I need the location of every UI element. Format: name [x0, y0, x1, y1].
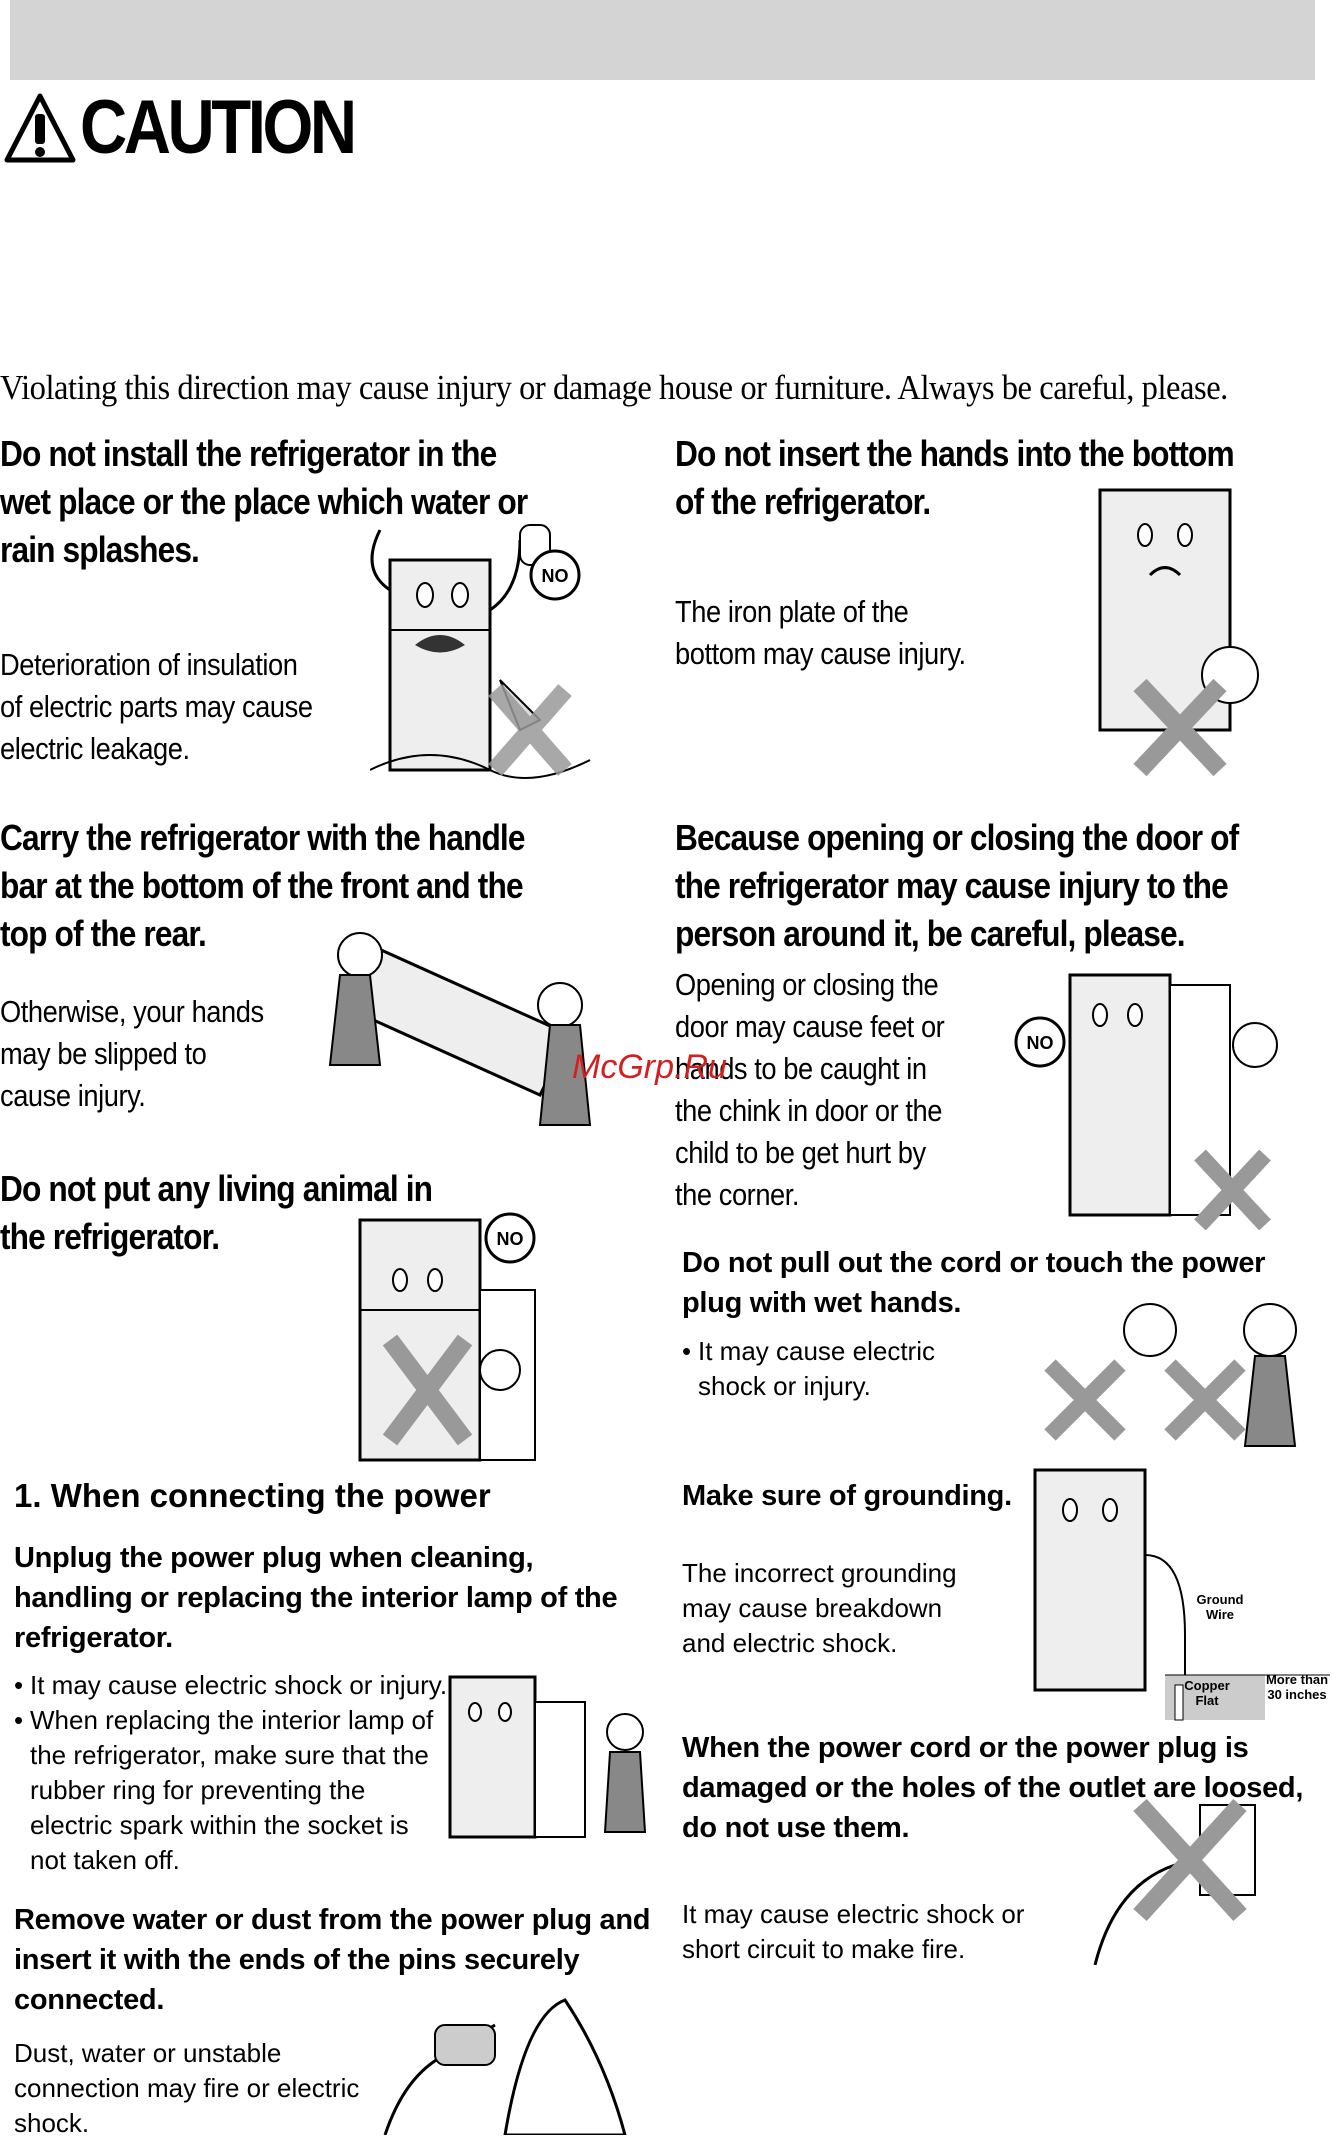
animal-heading: Do not put any living animal in the refr… [0, 1168, 433, 1257]
wet-hands-bullet: It may cause electric shock or injury. [682, 1334, 972, 1404]
no-hand-icon: NO [1014, 1016, 1066, 1068]
no-hand-icon: NO [484, 1212, 536, 1264]
unplug-bullet: It may cause electric shock or injury. [14, 1668, 470, 1703]
grounding-text: The incorrect grounding may cause breakd… [682, 1558, 957, 1658]
watermark: McGrp.Ru [572, 1048, 727, 1086]
dust-text: Dust, water or unstable connection may f… [14, 2038, 360, 2138]
animal-fridge-illustration [358, 1218, 536, 1462]
carry-heading: Carry the refrigerator with the handle b… [0, 817, 525, 954]
power-section-title: 1. When connecting the power [14, 1477, 491, 1514]
wet-place-text: Deterioration of insulation of electric … [0, 647, 313, 766]
plug-cleaning-illustration [383, 1998, 627, 2135]
wet-fridge-illustration [370, 524, 591, 779]
damaged-cord-text: It may cause electric shock or short cir… [682, 1899, 1025, 1964]
unplug-bullets: It may cause electric shock or injury. W… [14, 1668, 454, 1878]
no-badge-wet: NO [542, 566, 569, 586]
caution-title: CAUTION [80, 85, 357, 170]
hands-bottom-illustration [1098, 488, 1259, 777]
damaged-cord-heading: When the power cord or the power plug is… [682, 1732, 1304, 1844]
hands-bottom-heading: Do not insert the hands into the bottom … [675, 433, 1235, 522]
wet-place-heading: Do not install the refrigerator in the w… [0, 433, 528, 570]
grounding-heading: Make sure of grounding. [682, 1480, 1012, 1512]
door-text: Opening or closing the door may cause fe… [675, 967, 945, 1212]
carry-text: Otherwise, your hands may be slipped to … [0, 994, 264, 1113]
damaged-cord-illustration [1093, 1798, 1256, 1965]
warning-triangle-icon [4, 93, 76, 163]
dust-heading: Remove water or dust from the power plug… [14, 1904, 651, 2016]
unplug-heading: Unplug the power plug when cleaning, han… [14, 1542, 618, 1654]
header-bar [10, 0, 1315, 80]
lead-text: Violating this direction may cause injur… [0, 368, 1228, 407]
no-badge-animal: NO [497, 1229, 524, 1249]
wet-hands-illustration [1044, 1303, 1297, 1447]
door-heading: Because opening or closing the door of t… [675, 817, 1239, 954]
wet-hands-heading: Do not pull out the cord or touch the po… [682, 1247, 1266, 1319]
caution-header: CAUTION [4, 88, 398, 168]
grounding-illustration [1033, 1468, 1330, 1721]
door-illustration [1068, 973, 1278, 1230]
ground-wire-label: Ground Wire [1196, 1592, 1244, 1622]
depth-label: More than 30 inches [1265, 1672, 1329, 1702]
wet-hands-bullets: It may cause electric shock or injury. [682, 1334, 972, 1404]
no-hand-icon: NO [529, 549, 581, 601]
carry-illustration [328, 932, 592, 1126]
unplug-bullet: When replacing the interior lamp of the … [14, 1703, 450, 1878]
hands-bottom-text: The iron plate of the bottom may cause i… [675, 594, 966, 671]
no-badge-door: NO [1027, 1033, 1054, 1053]
copper-flat-label: Copper Flat [1184, 1678, 1230, 1708]
lamp-fridge-illustration [448, 1675, 647, 1839]
